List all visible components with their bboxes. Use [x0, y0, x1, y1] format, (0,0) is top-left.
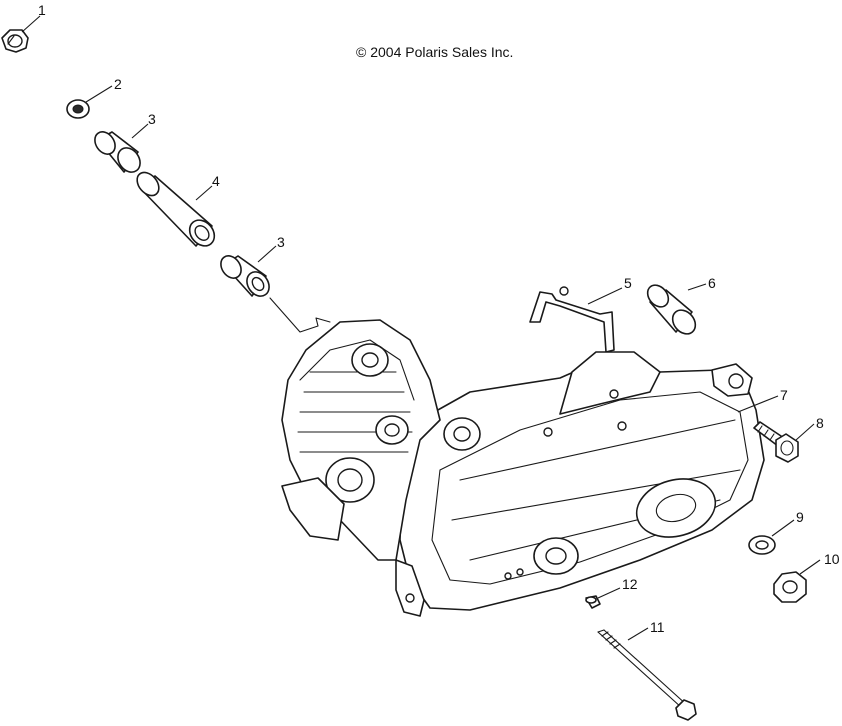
part-1-nut: [1, 29, 29, 53]
callout-11: 11: [650, 619, 665, 635]
callout-7: 7: [780, 387, 788, 403]
callout-6: 5: [624, 275, 632, 291]
part-2-washer: [66, 99, 90, 119]
callout-9: 9: [796, 509, 804, 525]
part-9-washer: [748, 535, 776, 555]
callout-5: 6: [708, 275, 716, 291]
part-7-engine-assembly: [281, 319, 765, 617]
callout-3b: 3: [277, 234, 285, 250]
part-8-bolt: [753, 421, 799, 463]
callout-8: 8: [816, 415, 824, 431]
part-11-long-bolt: [597, 629, 697, 721]
part-5-bushing: [646, 284, 697, 335]
copyright-text: © 2004 Polaris Sales Inc.: [356, 44, 513, 60]
part-10-nut: [773, 571, 807, 603]
part-3-bushing-lower: [220, 255, 270, 297]
part-6-bracket: [529, 286, 615, 353]
callout-2: 2: [114, 76, 122, 92]
callout-12: 12: [622, 576, 638, 592]
callout-4: 4: [212, 173, 220, 189]
part-3-bushing-upper: [94, 131, 141, 173]
callout-1: 1: [38, 2, 46, 18]
part-4-sleeve: [136, 171, 216, 247]
part-12-pin: [585, 595, 601, 609]
callout-10: 10: [824, 551, 840, 567]
callout-3a: 3: [148, 111, 156, 127]
